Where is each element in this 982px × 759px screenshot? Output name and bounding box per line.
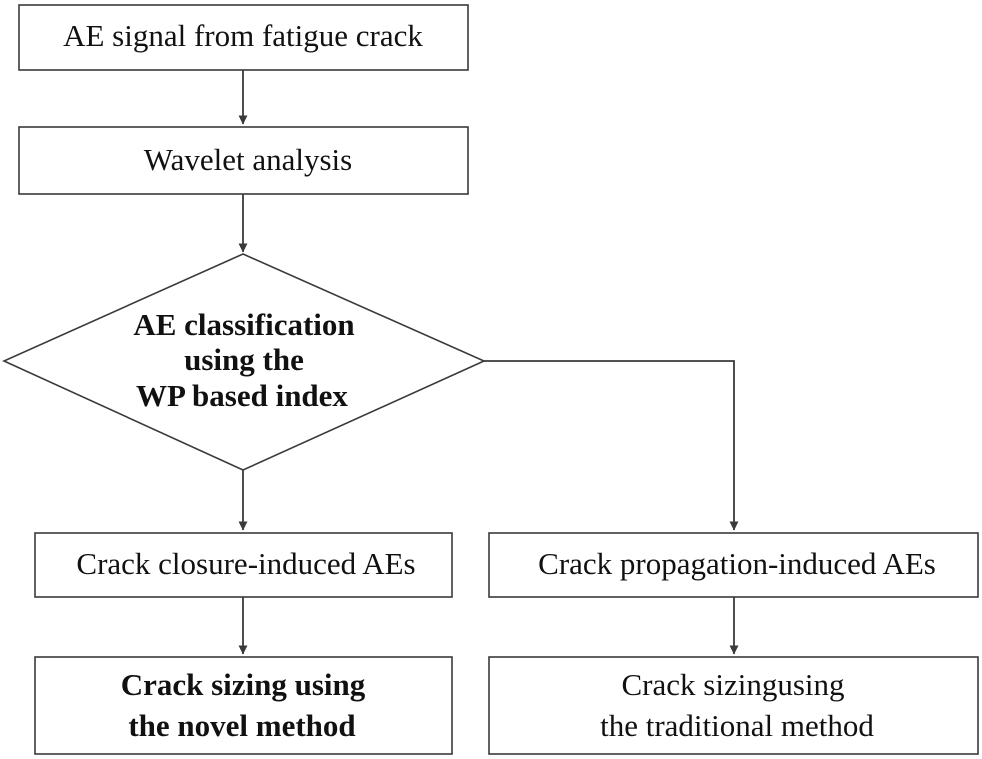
node-propagation-aes-label: Crack propagation-induced AEs <box>538 546 936 581</box>
node-classification-decision: AE classification using the WP based ind… <box>2 253 486 471</box>
node-closure-aes-label: Crack closure-induced AEs <box>76 546 415 581</box>
node-traditional-sizing-label-line-1: Crack sizingusing <box>622 667 845 702</box>
node-novel-sizing-label-line-2: the novel method <box>128 708 355 743</box>
node-wavelet-analysis: Wavelet analysis <box>18 126 469 195</box>
node-classification-label-line-3: WP based index <box>136 378 348 413</box>
node-closure-aes: Crack closure-induced AEs <box>34 532 453 598</box>
node-classification-label-line-2: using the <box>184 342 304 377</box>
node-propagation-aes: Crack propagation-induced AEs <box>488 532 979 598</box>
node-ae-signal: AE signal from fatigue crack <box>18 4 469 71</box>
node-classification-label-line-1: AE classification <box>133 307 354 342</box>
node-traditional-sizing-label-line-2: the traditional method <box>600 708 874 743</box>
node-novel-sizing: Crack sizing using the novel method <box>34 656 453 755</box>
node-ae-signal-label: AE signal from fatigue crack <box>63 18 423 53</box>
arrow-classification-to-propagation <box>484 360 739 531</box>
node-wavelet-analysis-label: Wavelet analysis <box>144 142 352 177</box>
node-traditional-sizing: Crack sizingusing the traditional method <box>488 656 979 755</box>
node-novel-sizing-label-line-1: Crack sizing using <box>121 667 366 702</box>
